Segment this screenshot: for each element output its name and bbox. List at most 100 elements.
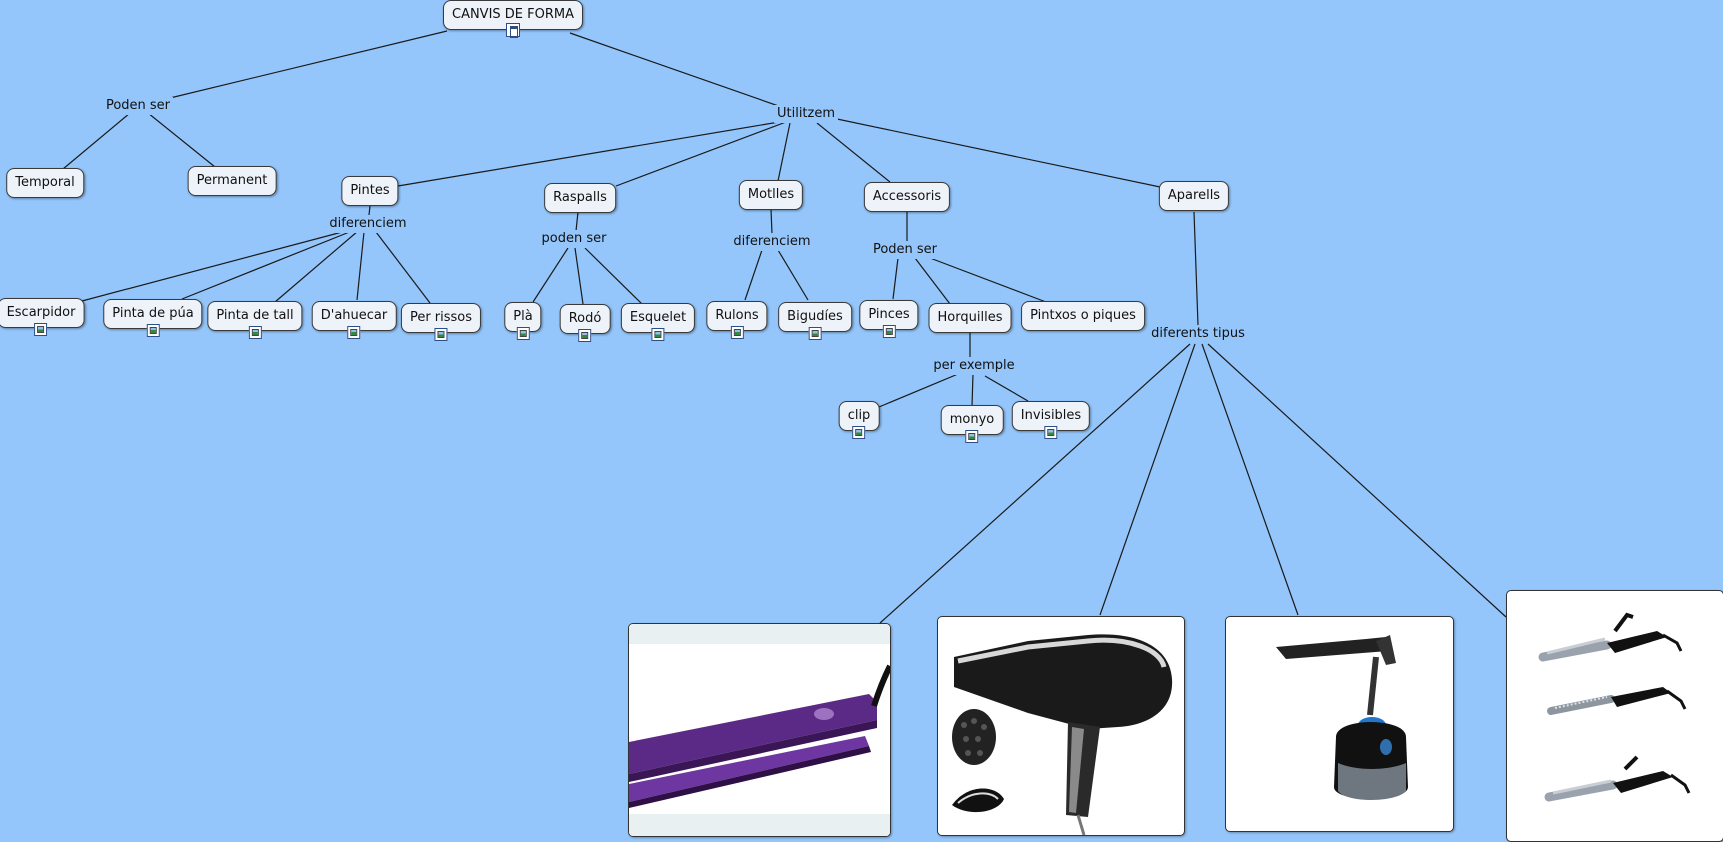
concept-pinces-label: Pinces <box>868 307 910 322</box>
tenaces-photo[interactable] <box>1506 590 1723 842</box>
image-icon[interactable] <box>852 426 866 439</box>
connector-line <box>62 112 131 170</box>
connector-line <box>984 375 1029 402</box>
phrase-poden-ser: Poden ser <box>102 97 174 115</box>
hair-dryer-image <box>952 634 1173 835</box>
concept-pinces[interactable]: Pinces <box>859 300 919 338</box>
connector-line <box>816 122 891 183</box>
connector-line <box>615 121 787 187</box>
concept-pinta-de-tall[interactable]: Pinta de tall <box>207 301 303 339</box>
image-icon[interactable] <box>34 323 48 336</box>
connector-line <box>914 257 951 305</box>
phrase-diferenciem-motlles: diferenciem <box>730 233 814 251</box>
connector-line <box>181 230 353 300</box>
curling-iron-image <box>1538 612 1691 802</box>
image-icon[interactable] <box>578 329 592 342</box>
connector-line <box>744 249 763 301</box>
phrase-poden-ser-raspalls: poden ser <box>538 230 610 248</box>
connector-line <box>929 257 1047 303</box>
casc-assecador-photo[interactable] <box>1225 616 1454 832</box>
connector-line <box>574 247 584 305</box>
concept-rulons-label: Rulons <box>715 308 759 323</box>
hood-dryer-image <box>1251 635 1427 813</box>
connector-line <box>356 231 365 301</box>
connector-line <box>1193 211 1199 326</box>
connector-line <box>368 205 371 216</box>
concept-raspalls[interactable]: Raspalls <box>544 183 616 213</box>
concept-invisibles[interactable]: Invisibles <box>1011 401 1091 439</box>
phrase-diferents-tipus: diferents tipus <box>1148 325 1248 343</box>
connector-line <box>81 230 347 302</box>
concept-pla[interactable]: Plà <box>504 302 542 340</box>
planxa-photo[interactable] <box>628 623 891 837</box>
concept-bigudies[interactable]: Bigudíes <box>778 302 852 340</box>
concept-pla-label: Plà <box>513 309 533 324</box>
concept-horquilles[interactable]: Horquilles <box>928 303 1012 333</box>
connector-line <box>879 343 1191 624</box>
image-icon[interactable] <box>965 430 979 443</box>
concept-rulons[interactable]: Rulons <box>706 301 768 339</box>
phrase-utilitzem: Utilitzem <box>773 105 839 123</box>
connector-line <box>878 373 959 408</box>
root-concept-label: CANVIS DE FORMA <box>451 7 575 22</box>
concept-clip-label: clip <box>847 408 871 423</box>
image-icon[interactable] <box>1044 426 1058 439</box>
connector-line <box>584 247 643 305</box>
concept-esquelet-label: Esquelet <box>629 310 687 325</box>
image-icon[interactable] <box>651 328 665 341</box>
concept-pinta-de-tall-label: Pinta de tall <box>216 308 294 323</box>
image-icon[interactable] <box>146 324 160 337</box>
connector-line <box>971 373 974 407</box>
assecador-photo[interactable] <box>937 616 1185 836</box>
connector-line <box>575 211 579 232</box>
image-icon[interactable] <box>434 328 448 341</box>
connector-line <box>777 122 791 182</box>
image-icon[interactable] <box>882 325 896 338</box>
connector-line <box>777 249 809 301</box>
concept-monyo-label: monyo <box>949 412 995 427</box>
concept-pintxos-o-piques[interactable]: Pintxos o piques <box>1021 301 1145 331</box>
concept-bigudies-label: Bigudíes <box>787 309 843 324</box>
connector-line <box>397 120 786 187</box>
concept-escarpidor[interactable]: Escarpidor <box>0 298 85 336</box>
concept-aparells[interactable]: Aparells <box>1158 181 1230 211</box>
concept-rodo-label: Rodó <box>568 311 602 326</box>
connector-line <box>274 230 359 303</box>
image-icon[interactable] <box>730 326 744 339</box>
connector-line <box>375 231 431 304</box>
connector-line <box>1099 343 1196 616</box>
image-icon[interactable] <box>248 326 262 339</box>
concept-dahuecar[interactable]: D'ahuecar <box>311 301 397 339</box>
submap-icon[interactable] <box>505 23 520 38</box>
connector-line <box>770 208 773 235</box>
concept-per-rissos-label: Per rissos <box>409 310 473 325</box>
connector-line <box>836 118 1161 188</box>
connector-line <box>169 30 448 99</box>
hair-straightener-image <box>629 624 890 836</box>
concept-pinta-de-pua[interactable]: Pinta de púa <box>103 299 203 337</box>
concept-clip[interactable]: clip <box>838 401 880 439</box>
concept-invisibles-label: Invisibles <box>1020 408 1082 423</box>
concept-esquelet[interactable]: Esquelet <box>620 303 696 341</box>
concept-per-rissos[interactable]: Per rissos <box>400 303 482 341</box>
image-icon[interactable] <box>808 327 822 340</box>
image-icon[interactable] <box>347 326 361 339</box>
connector-line <box>532 247 569 303</box>
concept-permanent[interactable]: Permanent <box>187 166 277 196</box>
phrase-per-exemple: per exemple <box>930 357 1018 375</box>
concept-monyo[interactable]: monyo <box>940 405 1004 443</box>
concept-rodo[interactable]: Rodó <box>559 304 611 342</box>
concept-accessoris[interactable]: Accessoris <box>863 182 951 212</box>
connector-line <box>1201 343 1299 616</box>
image-icon[interactable] <box>516 327 530 340</box>
connector-line <box>892 257 899 300</box>
concept-temporal[interactable]: Temporal <box>6 168 84 198</box>
connector-line <box>147 112 216 168</box>
connector-line <box>569 32 791 111</box>
concept-motlles[interactable]: Motlles <box>738 180 804 210</box>
root-concept[interactable]: CANVIS DE FORMA <box>442 0 584 38</box>
phrase-diferenciem-pintes: diferenciem <box>326 215 410 233</box>
concept-pintes[interactable]: Pintes <box>341 176 399 206</box>
